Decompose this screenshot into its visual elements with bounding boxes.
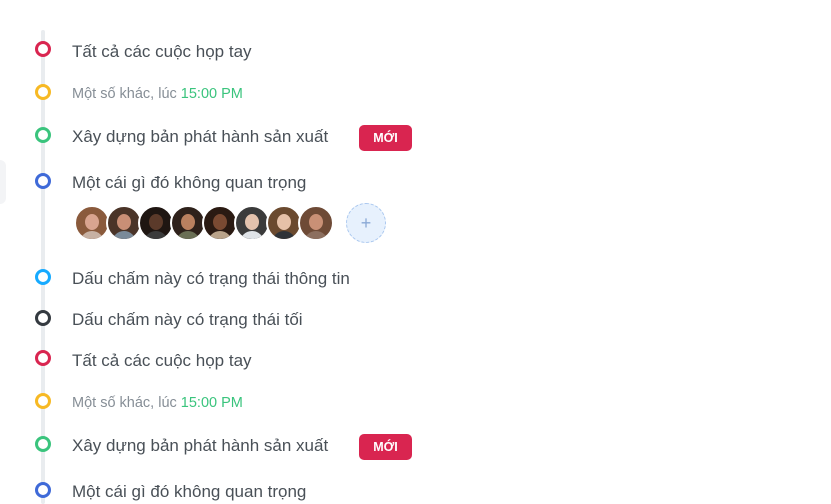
timeline-dot-icon <box>35 436 51 452</box>
timeline-item-title: Xây dựng bản phát hành sản xuất <box>72 436 329 455</box>
timeline-dot-icon <box>35 173 51 189</box>
timeline-item-title: Một cái gì đó không quan trọng <box>72 173 307 192</box>
avatar[interactable] <box>170 205 206 241</box>
avatar[interactable] <box>74 205 110 241</box>
timeline-item-text: Một số khác, lúc <box>72 86 177 102</box>
timeline-item-time: 15:00 PM <box>180 395 243 411</box>
timeline-item-title: Xây dựng bản phát hành sản xuất <box>72 127 329 146</box>
timeline-item-title: Dấu chấm này có trạng thái tối <box>72 310 303 329</box>
avatar[interactable] <box>138 205 174 241</box>
timeline-item-title: Tất cả các cuộc họp tay <box>72 42 252 61</box>
timeline-dot-icon <box>35 482 51 498</box>
timeline-item-title: Một số khác, lúc 15:00 PM <box>72 84 243 104</box>
timeline-item-title: Dấu chấm này có trạng thái thông tin <box>72 269 350 288</box>
timeline-item-time: 15:00 PM <box>180 86 243 102</box>
add-avatar-button[interactable]: + <box>346 203 386 243</box>
timeline-dot-icon <box>35 127 51 143</box>
avatar[interactable] <box>266 205 302 241</box>
avatar-group: + <box>74 203 394 243</box>
timeline-dot-icon <box>35 84 51 100</box>
new-badge: MỚI <box>359 125 412 151</box>
timeline-item-text: Một số khác, lúc <box>72 395 177 411</box>
new-badge: MỚI <box>359 434 412 460</box>
timeline-dot-icon <box>35 41 51 57</box>
avatar[interactable] <box>106 205 142 241</box>
timeline-item-title: Một số khác, lúc 15:00 PM <box>72 393 243 413</box>
avatar[interactable] <box>234 205 270 241</box>
timeline-dot-icon <box>35 393 51 409</box>
page-edge-shadow <box>0 160 6 204</box>
timeline-dot-icon <box>35 269 51 285</box>
timeline-line <box>41 30 45 504</box>
avatar[interactable] <box>298 205 334 241</box>
timeline-dot-icon <box>35 350 51 366</box>
timeline-dot-icon <box>35 310 51 326</box>
avatar[interactable] <box>202 205 238 241</box>
timeline-item-title: Một cái gì đó không quan trọng <box>72 482 307 501</box>
timeline-item-title: Tất cả các cuộc họp tay <box>72 351 252 370</box>
